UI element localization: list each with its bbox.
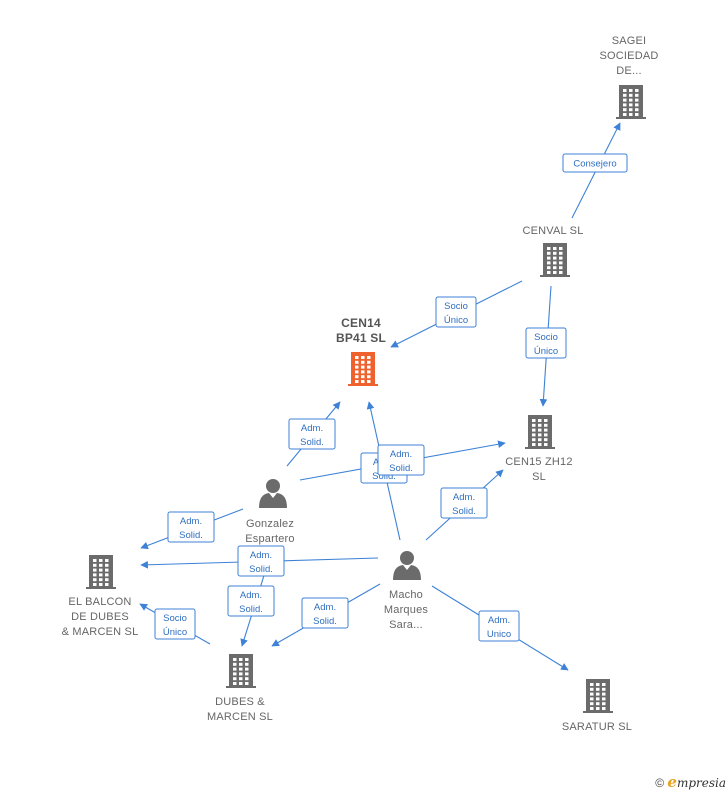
node-label: SOCIEDAD <box>599 50 658 62</box>
node-cenval[interactable]: CENVAL SL <box>522 225 583 277</box>
node-label: Marques <box>384 604 428 616</box>
edge-label-box <box>301 597 349 629</box>
copyright-symbol: © <box>655 776 665 790</box>
edge-label-text: Unico <box>487 629 511 640</box>
edge-label-gonzalez-dubes[interactable]: Adm. Solid. <box>227 585 275 617</box>
node-sagei[interactable]: SAGEI SOCIEDAD DE... <box>599 35 658 119</box>
node-label: DE DUBES <box>71 611 129 623</box>
edge-label-gonzalez-cen15[interactable]: Adm. Solid. <box>377 444 425 476</box>
building-icon <box>226 654 256 688</box>
edge-label-text: Solid. <box>300 437 324 448</box>
node-elbalcon[interactable]: EL BALCON DE DUBES & MARCEN SL <box>62 555 139 638</box>
edge-labels-layer: ConsejeroSocioÚnicoSocioÚnicoAdm.Solid.A… <box>154 153 628 642</box>
node-label: Macho <box>389 589 423 601</box>
edge-label-gonzalez-elbalcon[interactable]: Adm. Solid. <box>167 511 215 543</box>
person-icon <box>259 479 287 508</box>
edge-label-text: Adm. <box>453 492 475 503</box>
edge-label-box <box>525 327 567 359</box>
edge-label-text: Solid. <box>179 530 203 541</box>
node-label: BP41 SL <box>336 331 386 345</box>
node-label: CENVAL SL <box>522 225 583 237</box>
person-icon <box>393 551 421 580</box>
building-icon <box>86 555 116 589</box>
edge-label-box <box>288 418 336 450</box>
building-icon <box>616 85 646 119</box>
node-label: EL BALCON <box>68 596 131 608</box>
edge-label-text: Solid. <box>452 506 476 517</box>
node-macho[interactable]: MachoMarquesSara... <box>384 551 428 631</box>
building-icon <box>525 415 555 449</box>
edge-label-box <box>154 608 196 640</box>
edge-label-text: Socio <box>163 613 187 624</box>
node-label: & MARCEN SL <box>62 626 139 638</box>
node-label: Sara... <box>389 619 423 631</box>
edge-label-text: Adm. <box>240 590 262 601</box>
watermark: © empresia <box>655 773 726 791</box>
edge-label-text: Adm. <box>250 550 272 561</box>
edge-label-text: Adm. <box>180 516 202 527</box>
building-icon <box>348 352 378 386</box>
edges-layer <box>139 122 621 671</box>
edge-label-text: Adm. <box>488 615 510 626</box>
edge-label-text: Solid. <box>313 616 337 627</box>
node-label: SL <box>532 471 546 483</box>
edge-label-text: Solid. <box>389 463 413 474</box>
node-label: DE... <box>616 65 641 77</box>
edge-label-macho-dubes[interactable]: Adm. Solid. <box>301 597 349 629</box>
edge-label-box <box>478 610 520 642</box>
node-dubes[interactable]: DUBES & MARCEN SL <box>207 654 273 723</box>
edge-label-gonzalez-cen14[interactable]: Adm. Solid. <box>288 418 336 450</box>
edge-label-text: Único <box>534 346 558 357</box>
edge-label-text: Solid. <box>249 564 273 575</box>
node-label: SARATUR SL <box>562 721 632 733</box>
edge-label-box <box>562 153 628 173</box>
node-label: Espartero <box>245 533 295 545</box>
building-icon <box>583 679 613 713</box>
edge-label-macho-elbalcon[interactable]: Adm. Solid. <box>237 545 285 577</box>
edge-label-text: Adm. <box>390 449 412 460</box>
node-label: CEN14 <box>341 316 381 330</box>
node-label: DUBES & <box>215 696 265 708</box>
node-label: MARCEN SL <box>207 711 273 723</box>
edge-label-box <box>377 444 425 476</box>
edge-label-macho-saratur[interactable]: Adm. Unico <box>478 610 520 642</box>
edge-label-text: Adm. <box>314 602 336 613</box>
edge-label-text: Socio <box>534 332 558 343</box>
edge-label-box <box>227 585 275 617</box>
node-saratur[interactable]: SARATUR SL <box>562 679 632 733</box>
edge-label-text: Adm. <box>301 423 323 434</box>
edge-label-cenval-sagei[interactable]: Consejero <box>562 153 628 173</box>
node-label: Gonzalez <box>246 518 294 530</box>
edge-label-text: Único <box>444 315 468 326</box>
edge-label-text: Solid. <box>239 604 263 615</box>
edge-label-text: Socio <box>444 301 468 312</box>
brand-logo: empresia <box>667 773 726 791</box>
edge-label-box <box>435 296 477 328</box>
node-label: CEN15 ZH12 <box>505 456 572 468</box>
edge-label-box <box>167 511 215 543</box>
edge-label-box <box>237 545 285 577</box>
building-icon <box>540 243 570 277</box>
edge-label-text: Solid. <box>372 471 396 482</box>
edge-label-text: Único <box>163 627 187 638</box>
node-label: SAGEI <box>612 35 647 47</box>
edge-label-text: Consejero <box>573 159 616 170</box>
edge-label-box <box>440 487 488 519</box>
edge-label-macho-cen15[interactable]: Adm. Solid. <box>440 487 488 519</box>
